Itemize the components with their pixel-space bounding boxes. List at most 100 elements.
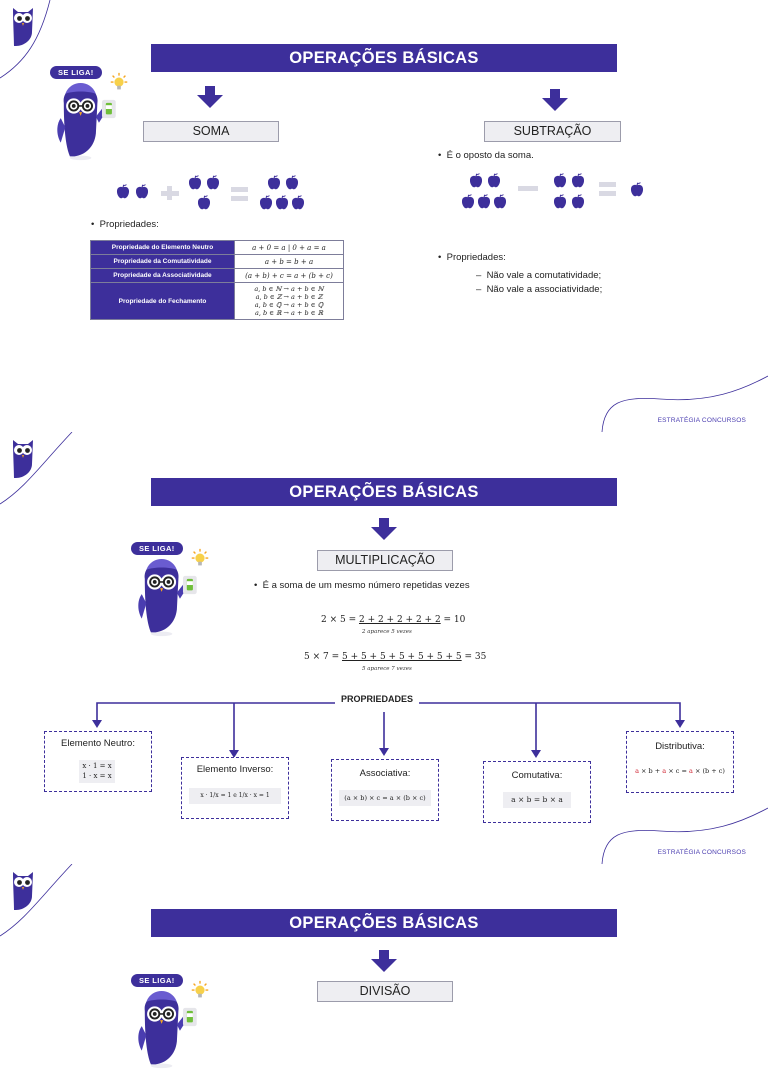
se-liga-badge: SE LIGA! <box>131 542 183 555</box>
table-cell-name: Propriedade do Fechamento <box>90 282 235 320</box>
prop-associativa: Associativa: (a × b) × c = a × (b × c) <box>331 759 439 821</box>
prop-title: Comutativa: <box>511 770 563 781</box>
owl-mascot-icon <box>125 556 215 640</box>
table-cell-name: Propriedade da Associatividade <box>90 268 235 283</box>
apple-icon <box>492 193 508 210</box>
subtracao-item-text: Não vale a associatividade; <box>486 284 603 295</box>
apple-icon <box>290 194 306 211</box>
propriedades-header: PROPRIEDADES <box>335 694 420 704</box>
table-cell-formula: a + 0 = a | 0 + a = a <box>234 240 344 255</box>
apple-icon <box>196 194 212 211</box>
equation-sum: 5 + 5 + 5 + 5 + 5 + 5 + 5 <box>341 652 462 662</box>
prop-comutativa: Comutativa: a × b = b × a <box>483 761 591 823</box>
apple-icon <box>570 193 586 210</box>
prop-formula: a × b = b × a <box>503 792 571 808</box>
slide-divisao: OPERAÇÕES BÁSICAS DIVISÃO SE LIGA! <box>0 864 768 1024</box>
table-cell-name: Propriedade da Comutatividade <box>90 254 235 269</box>
se-liga-badge: SE LIGA! <box>131 974 183 987</box>
equation-result: = 35 <box>461 652 487 662</box>
apple-icon <box>258 194 274 211</box>
fechamento-line: a, b ∈ ℕ → a + b ∈ ℕ <box>254 285 324 293</box>
owl-logo-icon <box>10 2 36 46</box>
down-arrow-icon <box>542 89 568 111</box>
subtracao-bullet: • É o oposto da soma. <box>438 150 534 161</box>
propriedades-bullet: • Propriedades: <box>91 219 159 230</box>
formula-line: x · 1 = x <box>82 762 112 770</box>
apple-icon <box>552 193 568 210</box>
apple-icon <box>284 174 300 191</box>
table-cell-formula: a, b ∈ ℕ → a + b ∈ ℕ a, b ∈ ℤ → a + b ∈ … <box>234 282 344 320</box>
page-title: OPERAÇÕES BÁSICAS <box>151 44 617 72</box>
soma-label: SOMA <box>143 121 279 142</box>
equals-icon <box>231 187 248 202</box>
prop-elemento-inverso: Elemento Inverso: x · 1/x = 1 e 1/x · x … <box>181 757 289 819</box>
multiplicacao-bullet-text: É a soma de um mesmo número repetidas ve… <box>262 580 470 591</box>
formula-highlight: a <box>662 767 667 775</box>
table-row: Propriedade da Associatividade (a + b) +… <box>90 268 344 283</box>
owl-mascot-icon <box>125 988 215 1072</box>
prop-formula: x · 1 = x 1 · x = x <box>79 760 115 783</box>
subtracao-item: – Não vale a associatividade; <box>476 284 603 295</box>
apple-icon <box>274 194 290 211</box>
fechamento-line: a, b ∈ ℝ → a + b ∈ ℝ <box>254 309 324 317</box>
slide-multiplicacao: OPERAÇÕES BÁSICAS SE LIGA! MULTIPLICAÇÃO… <box>0 432 768 864</box>
table-cell-formula: a + b = b + a <box>234 254 344 269</box>
prop-formula: a × b + a × c = a × (b + c) <box>632 764 728 778</box>
table-row: Propriedade da Comutatividade a + b = b … <box>90 254 344 269</box>
apple-icon <box>486 172 502 189</box>
prop-title: Elemento Neutro: <box>61 738 135 749</box>
apple-icon <box>205 174 221 191</box>
minus-icon <box>518 186 538 191</box>
table-cell-formula: (a + b) + c = a + (b + c) <box>234 268 344 283</box>
footer-brand: ESTRATÉGIA CONCURSOS <box>657 849 746 856</box>
multiplicacao-label: MULTIPLICAÇÃO <box>317 550 453 571</box>
apple-icon <box>570 172 586 189</box>
down-arrow-icon <box>371 950 397 972</box>
equation-left: 2 × 5 = <box>321 615 359 625</box>
propriedades-label: Propriedades: <box>99 219 159 230</box>
prop-formula: x · 1/x = 1 e 1/x · x = 1 <box>189 788 281 804</box>
propriedades-soma-table: Propriedade do Elemento Neutro a + 0 = a… <box>90 240 344 320</box>
table-row: Propriedade do Fechamento a, b ∈ ℕ → a +… <box>90 282 344 320</box>
formula-highlight: a <box>635 767 639 775</box>
equation-note: 5 aparece 7 vezes <box>362 666 412 672</box>
divisao-label: DIVISÃO <box>317 981 453 1002</box>
equation-5x7: 5 × 7 = 5 + 5 + 5 + 5 + 5 + 5 + 5 = 35 <box>304 652 486 662</box>
table-row: Propriedade do Elemento Neutro a + 0 = a… <box>90 240 344 255</box>
down-arrow-icon <box>197 86 223 108</box>
formula-part: × (b + c) <box>692 767 725 775</box>
se-liga-badge: SE LIGA! <box>50 66 102 79</box>
apple-icon <box>460 193 476 210</box>
equation-result: = 10 <box>440 615 466 625</box>
page-title: OPERAÇÕES BÁSICAS <box>151 478 617 506</box>
equation-sum: 2 + 2 + 2 + 2 + 2 <box>358 615 441 625</box>
equation-left: 5 × 7 = <box>304 652 342 662</box>
apple-icon <box>552 172 568 189</box>
prop-distributiva: Distributiva: a × b + a × c = a × (b + c… <box>626 731 734 793</box>
owl-logo-icon <box>10 866 36 910</box>
subtracao-label: SUBTRAÇÃO <box>484 121 621 142</box>
apple-icon <box>187 174 203 191</box>
formula-highlight: a <box>689 767 693 775</box>
apple-icon <box>266 174 282 191</box>
prop-title: Associativa: <box>359 768 411 779</box>
prop-title: Distributiva: <box>655 741 705 752</box>
formula-part: × b + <box>638 767 663 775</box>
equation-2x5: 2 × 5 = 2 + 2 + 2 + 2 + 2 = 10 <box>321 615 465 625</box>
fechamento-line: a, b ∈ ℚ → a + b ∈ ℚ <box>254 301 324 309</box>
page-title: OPERAÇÕES BÁSICAS <box>151 909 617 937</box>
apple-icon <box>468 172 484 189</box>
down-arrow-icon <box>371 518 397 540</box>
prop-elemento-neutro: Elemento Neutro: x · 1 = x 1 · x = x <box>44 731 152 792</box>
multiplicacao-bullet: • É a soma de um mesmo número repetidas … <box>254 580 470 591</box>
plus-icon <box>161 186 179 200</box>
table-cell-name: Propriedade do Elemento Neutro <box>90 240 235 255</box>
formula-part: × c = <box>666 767 689 775</box>
equation-note: 2 aparece 5 vezes <box>362 629 412 635</box>
prop-formula: (a × b) × c = a × (b × c) <box>339 790 431 806</box>
subtracao-bullet-text: É o oposto da soma. <box>446 150 534 161</box>
formula-line: 1 · x = x <box>82 772 112 780</box>
slide-soma-subtracao: OPERAÇÕES BÁSICAS SE LIGA! SOMA SUBTRAÇÃ… <box>0 0 768 432</box>
apple-icon <box>115 183 131 200</box>
apple-icon <box>134 183 150 200</box>
